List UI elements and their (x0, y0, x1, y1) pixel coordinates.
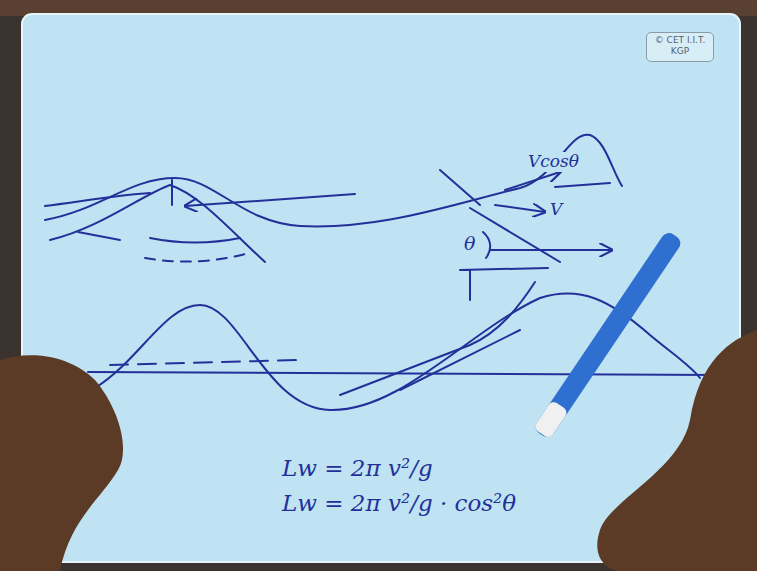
velocity-label: V (548, 200, 564, 220)
angle-label: θ (462, 233, 477, 255)
copyright-stamp: © CET I.I.T. KGP (646, 32, 714, 62)
wave-lines (45, 135, 720, 410)
wavelength-formula: Lw = 2π v²/g · cos²θ (280, 490, 518, 516)
wavelength-formula: Lw = 2π v²/g (280, 455, 435, 481)
velocity-component: Vcosθ (526, 152, 581, 172)
paper (22, 14, 740, 562)
stamp-text: © CET I.I.T. KGP (651, 35, 709, 57)
hands (0, 230, 757, 571)
